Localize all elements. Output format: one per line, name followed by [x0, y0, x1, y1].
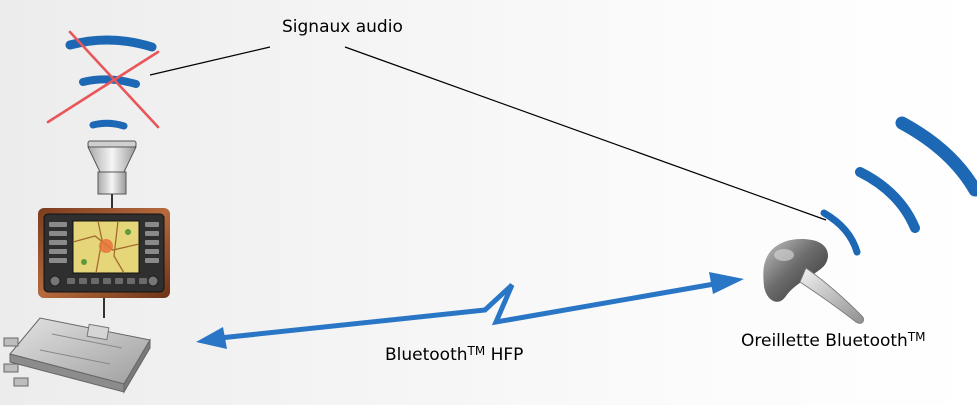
phone-control-unit-icon — [3, 317, 151, 394]
bidirectional-zigzag-arrow-icon — [196, 272, 744, 349]
bluetooth-hfp-suffix: HFP — [485, 345, 524, 365]
headset-label: Oreillette BluetoothTM — [741, 330, 926, 351]
audio-signals-label: Signaux audio — [282, 17, 403, 37]
headset-label-main: Oreillette Bluetooth — [741, 331, 908, 351]
bluetooth-hfp-main: Bluetooth — [385, 345, 468, 365]
car-navigation-radio-icon — [38, 208, 170, 298]
sound-waves-icon — [820, 116, 977, 256]
leader-lines — [149, 46, 827, 221]
loudspeaker-icon — [87, 140, 137, 195]
connector-wires — [103, 194, 113, 318]
bluetooth-headset-icon — [763, 238, 864, 324]
bluetooth-hfp-tm: TM — [467, 344, 486, 358]
bluetooth-hfp-label: BluetoothTM HFP — [385, 344, 524, 365]
headset-label-tm: TM — [907, 330, 926, 344]
crossed-sound-waves-icon — [46, 30, 160, 130]
